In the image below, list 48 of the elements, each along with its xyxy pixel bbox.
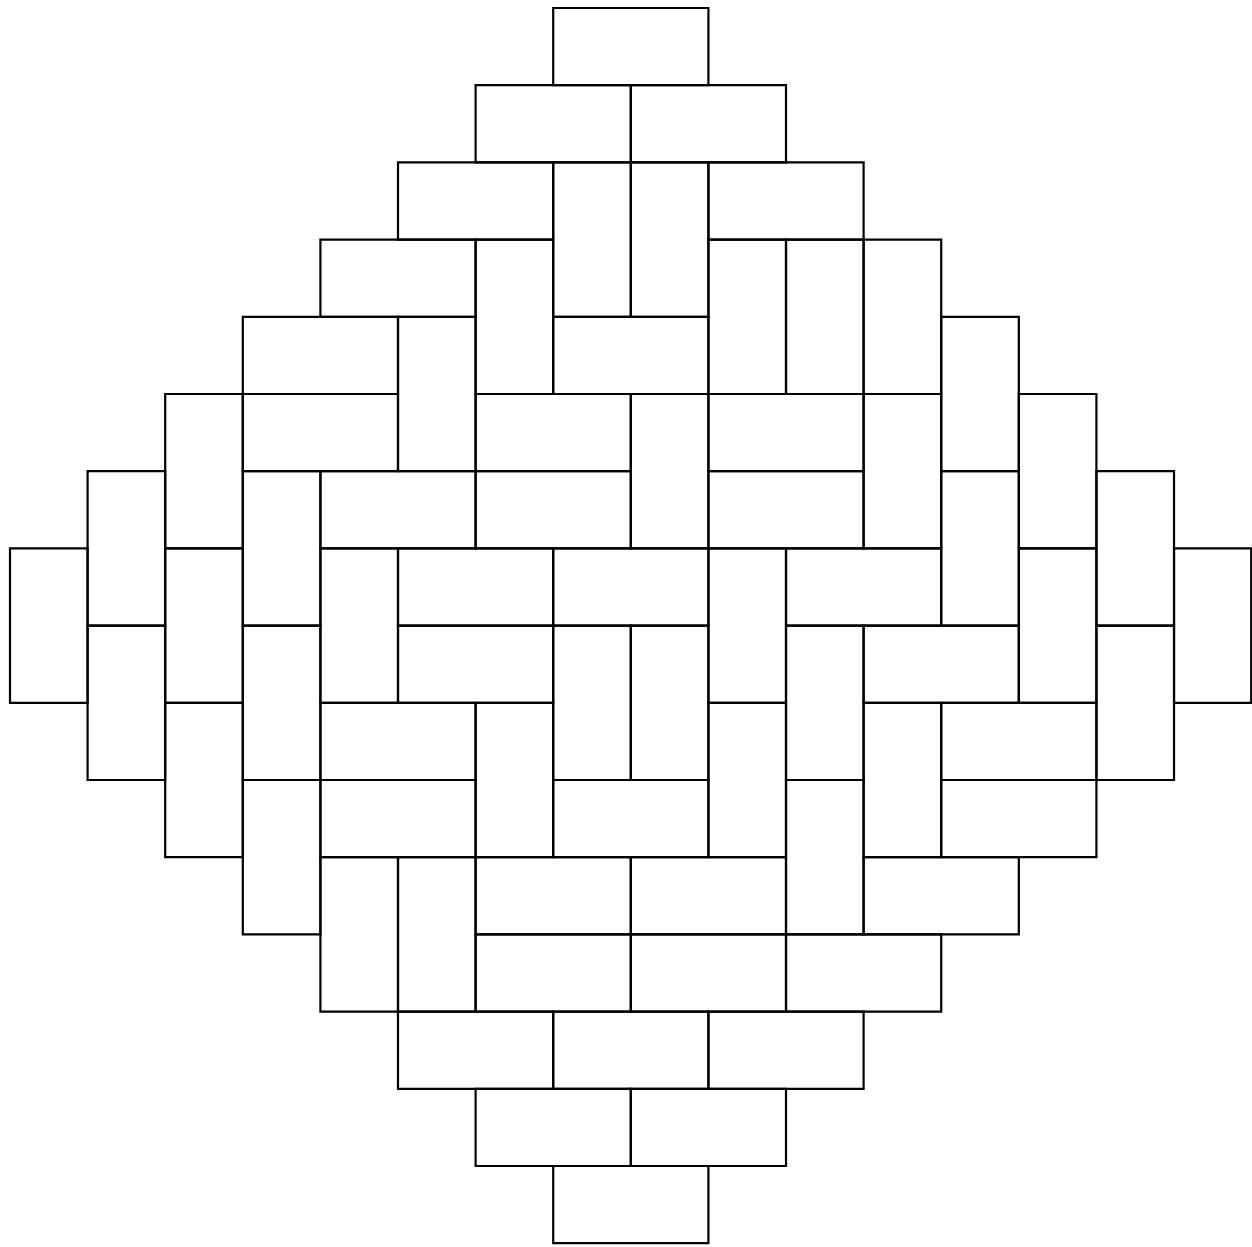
domino-box <box>784 547 943 627</box>
domino-box <box>1172 547 1252 704</box>
domino-box <box>629 933 788 1013</box>
domino-box <box>1095 624 1176 782</box>
domino-box <box>474 84 632 164</box>
domino-box <box>629 624 710 782</box>
domino-box <box>474 470 632 550</box>
domino-box <box>862 238 943 396</box>
domino-box <box>629 856 788 936</box>
domino-box <box>629 1087 788 1168</box>
domino-box <box>319 778 477 859</box>
domino-box <box>707 470 865 550</box>
domino-box <box>552 1164 710 1245</box>
domino-box <box>474 933 632 1013</box>
domino-box <box>241 392 400 473</box>
domino-box <box>707 1010 865 1090</box>
domino-box <box>784 933 943 1013</box>
domino-box <box>474 856 632 936</box>
domino-box <box>396 1010 555 1090</box>
domino-box <box>396 856 477 1013</box>
domino-box <box>552 1010 710 1090</box>
domino-box <box>319 238 477 318</box>
domino-box <box>707 392 865 473</box>
domino-box <box>474 392 632 473</box>
domino-box <box>241 778 322 936</box>
domino-box <box>552 778 710 859</box>
domino-box <box>319 701 477 782</box>
domino-box <box>552 6 710 87</box>
domino-box <box>940 701 1098 782</box>
domino-box <box>396 547 555 627</box>
domino-box <box>629 161 710 318</box>
domino-box <box>784 238 865 396</box>
domino-box <box>241 315 400 396</box>
domino-box <box>940 778 1098 859</box>
domino-box <box>396 161 555 241</box>
domino-box <box>319 470 477 550</box>
domino-box <box>396 624 555 704</box>
domino-box <box>707 161 865 241</box>
domino-box <box>862 624 1020 704</box>
domino-box <box>474 1087 632 1168</box>
domino-box <box>552 547 710 627</box>
domino-box <box>629 84 788 164</box>
domino-box <box>86 624 167 782</box>
domino-box <box>8 547 89 704</box>
domino-box <box>552 315 710 396</box>
domino-box <box>862 856 1020 936</box>
domino-box <box>164 701 244 859</box>
domino-box <box>319 856 400 1013</box>
